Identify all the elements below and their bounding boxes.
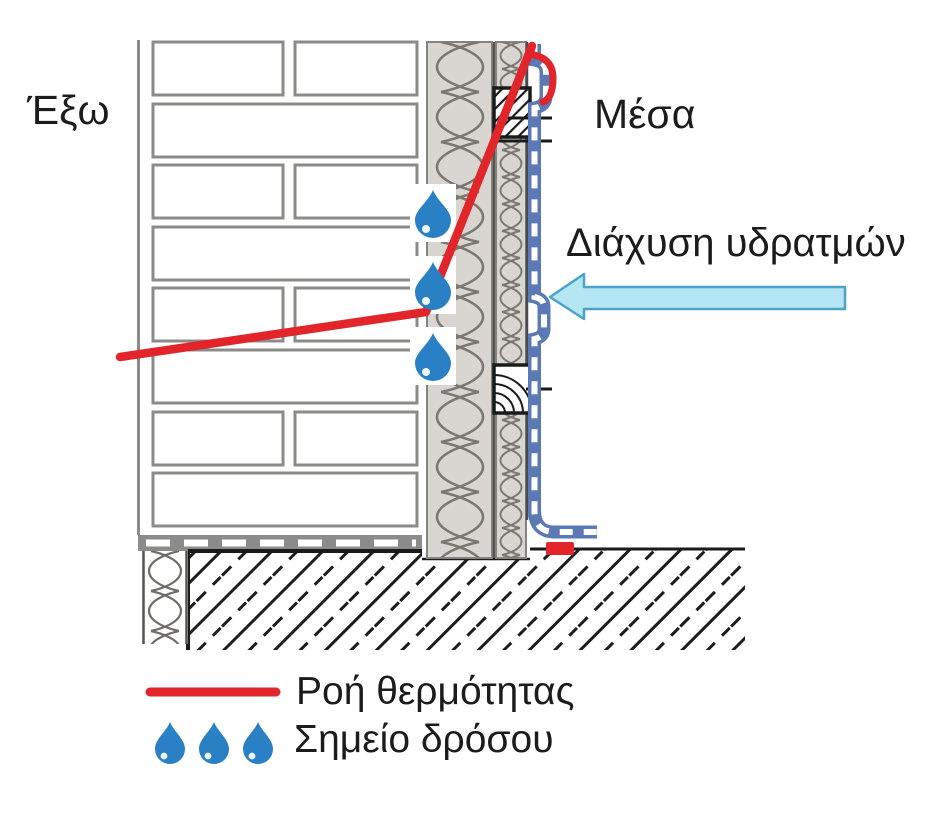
foundation <box>138 535 745 650</box>
droplet-icon <box>155 722 185 764</box>
label-outside: Έξω <box>27 87 110 133</box>
legend-dew-point-droplets <box>155 722 273 764</box>
droplet-icon <box>415 333 451 381</box>
vapor-barrier-membrane <box>528 44 597 539</box>
dew-point-droplets <box>415 190 451 381</box>
droplet-icon <box>415 190 451 238</box>
legend-heat-flow-label: Ροή θερμότητας <box>296 670 575 713</box>
label-inside: Μέσα <box>594 91 696 137</box>
droplet-icon <box>199 722 229 764</box>
dpc-band <box>138 535 422 551</box>
heat-flow-line <box>115 41 537 362</box>
droplet-icon <box>243 722 273 764</box>
perimeter-insulation-strip <box>142 551 188 644</box>
wood-batten-bottom <box>492 363 552 415</box>
concrete-slab <box>186 547 745 650</box>
legend-dew-point-label: Σημείο δρόσου <box>294 718 554 761</box>
brick-wall <box>137 40 419 535</box>
heat-flow-top-hook <box>525 50 557 106</box>
vapor-diffusion-arrow-icon <box>548 272 847 321</box>
label-vapor-diffusion: Διάχυση υδρατμών <box>566 221 906 265</box>
legend <box>145 687 281 764</box>
heat-flow-floor-mark <box>546 542 574 555</box>
droplet-icon <box>415 262 451 310</box>
